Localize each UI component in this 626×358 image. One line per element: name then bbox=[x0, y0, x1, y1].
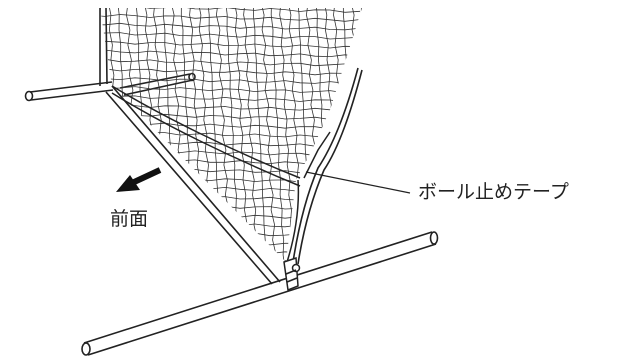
rear-base-pole bbox=[24, 72, 196, 102]
ball-stop-tape bbox=[111, 85, 331, 263]
ball-stop-tape-label: ボール止めテープ bbox=[418, 181, 569, 203]
leader-line bbox=[305, 171, 411, 194]
joint-connector bbox=[283, 256, 301, 292]
side-frame-pole bbox=[292, 67, 363, 265]
front-label: 前面 bbox=[110, 208, 149, 230]
front-base-pole bbox=[81, 231, 439, 356]
front-direction-arrow-icon bbox=[116, 167, 162, 192]
front-frame-pole bbox=[99, 7, 281, 285]
